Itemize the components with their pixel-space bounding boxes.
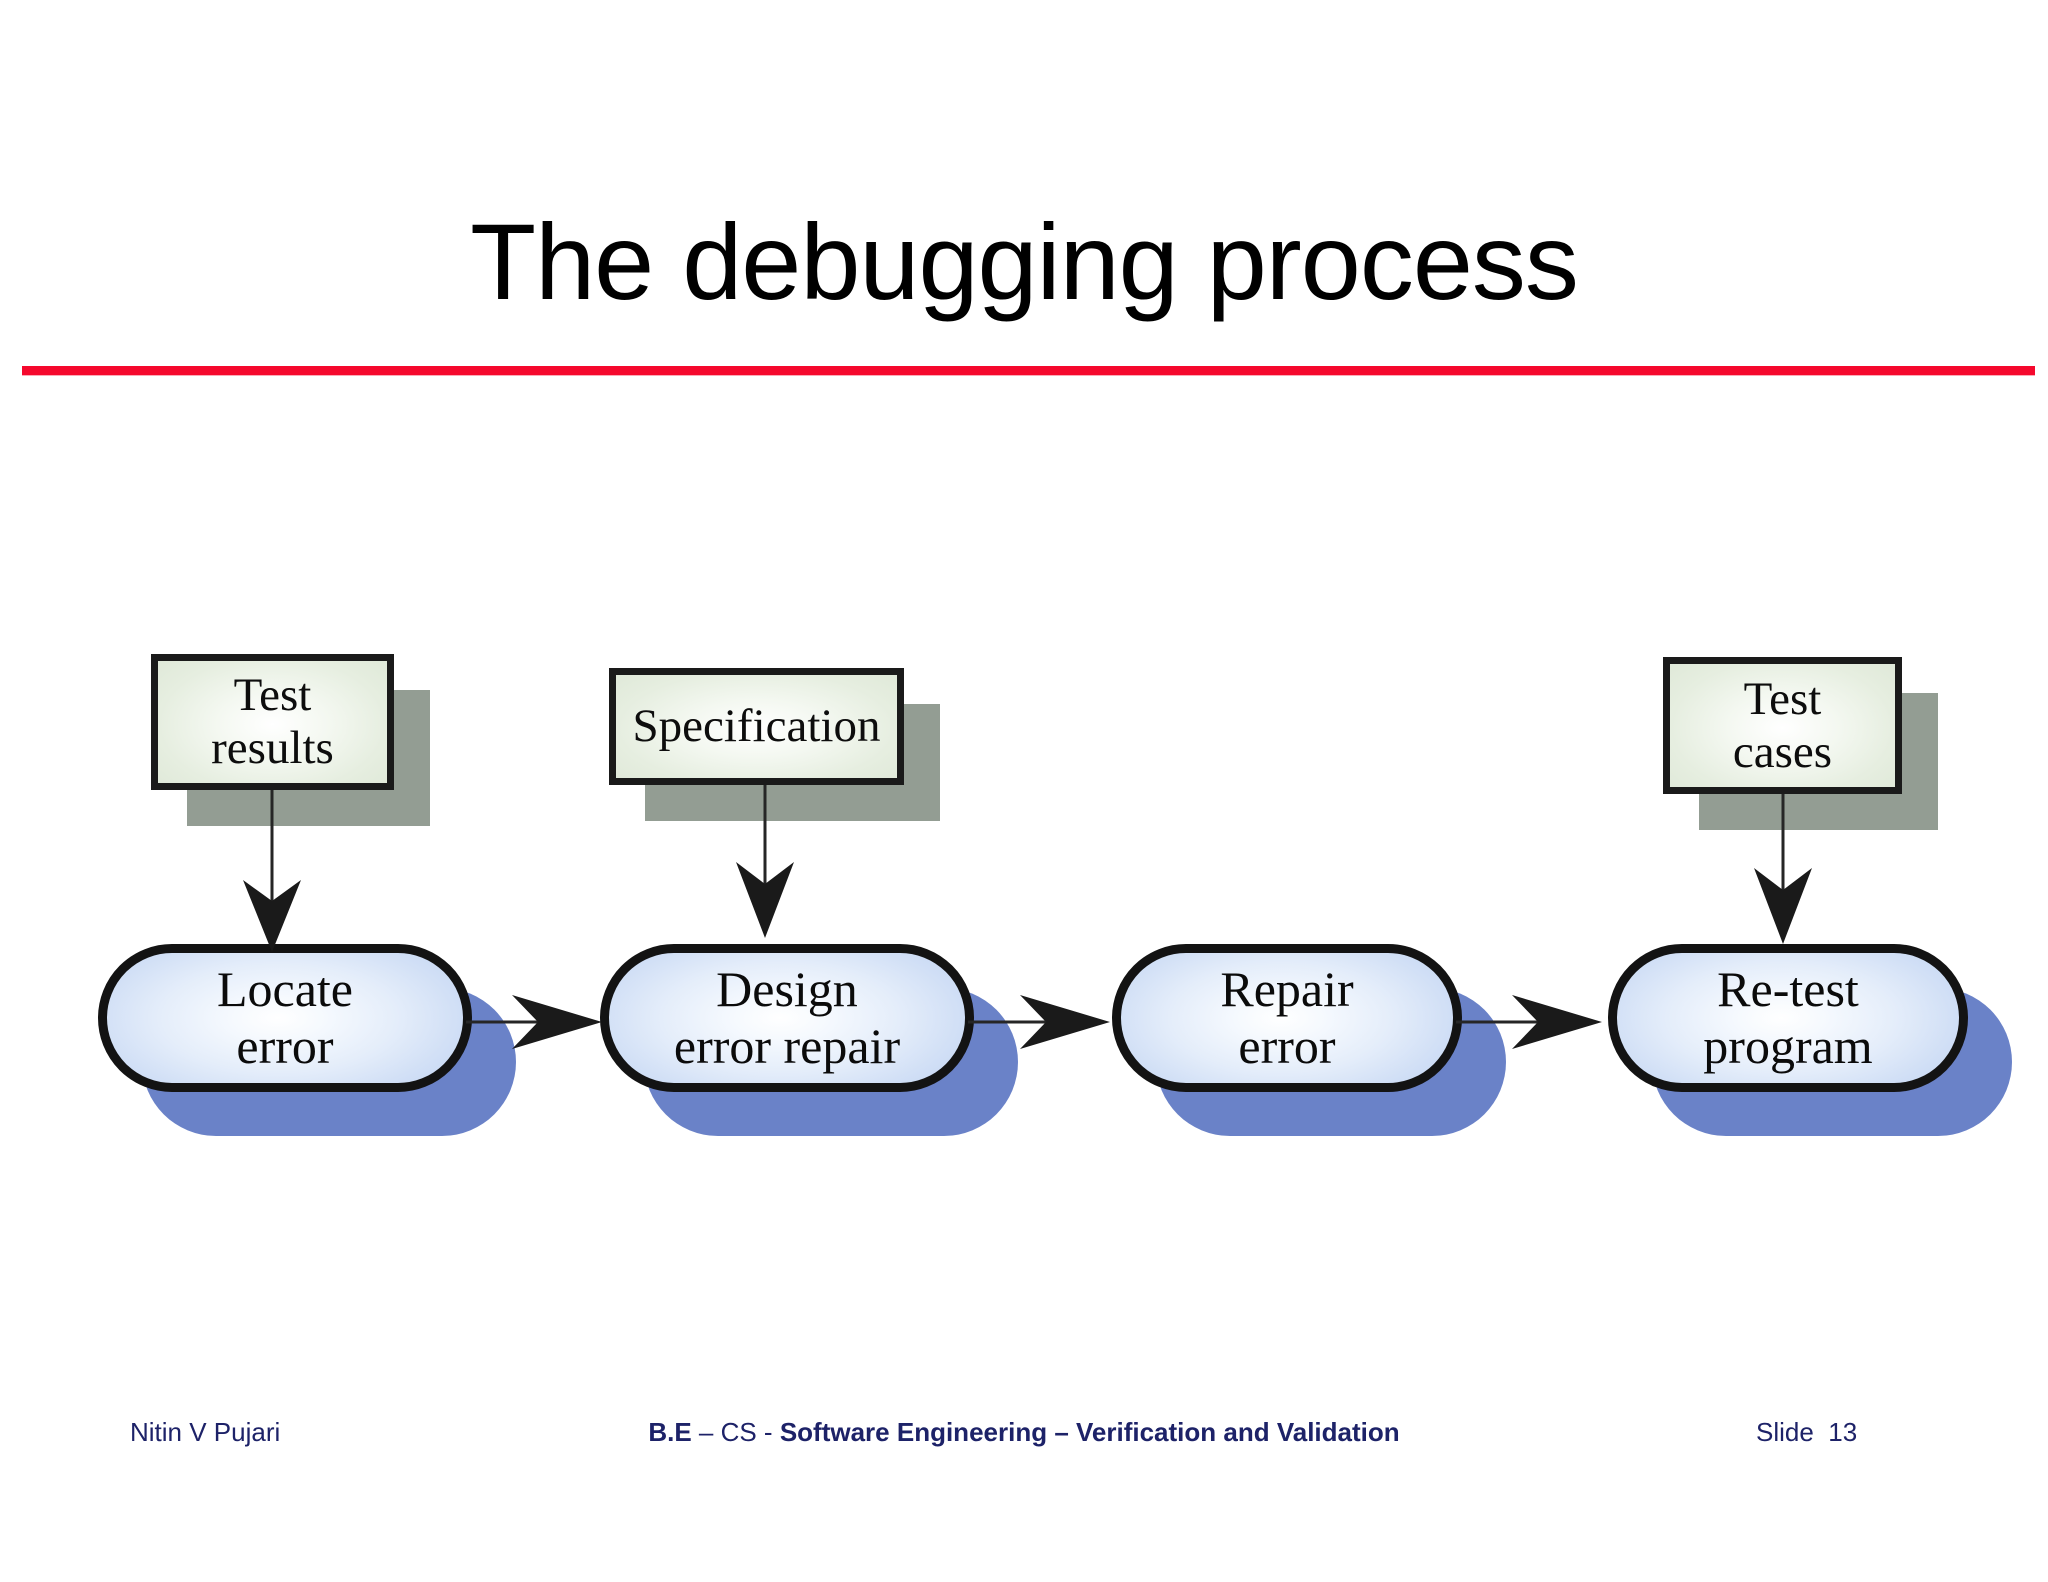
footer-course-degree: B.E bbox=[648, 1417, 692, 1447]
edge-test-cases-to-re-test-program bbox=[1754, 794, 1812, 944]
repair-error-label: Repair error bbox=[1220, 961, 1354, 1074]
diagram-node-locate-error[interactable]: Locate error bbox=[98, 944, 516, 1136]
diagram-node-specification[interactable]: Specification bbox=[609, 668, 940, 821]
edge-locate-error-to-design-error-repair bbox=[466, 995, 602, 1049]
diagram-node-design-error-repair[interactable]: Design error repair bbox=[600, 944, 1018, 1136]
diagram-node-repair-error[interactable]: Repair error bbox=[1112, 944, 1506, 1136]
slide-footer: Nitin V Pujari B.E – CS - Software Engin… bbox=[0, 1415, 2048, 1455]
edge-specification-to-design-error-repair bbox=[736, 785, 794, 938]
locate-error-label: Locate error bbox=[216, 961, 353, 1074]
locate-error-body: Locate error bbox=[98, 944, 472, 1092]
footer-course-separator: – CS - bbox=[691, 1417, 780, 1447]
design-error-repair-label: Design error repair bbox=[673, 961, 901, 1074]
test-results-body: Test results bbox=[151, 654, 394, 790]
footer-course-title: Software Engineering – Verification and … bbox=[779, 1417, 1400, 1447]
title-underline-rule bbox=[22, 366, 2035, 375]
diagram-node-test-results[interactable]: Test results bbox=[151, 654, 430, 826]
diagram-node-re-test-program[interactable]: Re-test program bbox=[1608, 944, 2012, 1136]
diagram-node-test-cases[interactable]: Test cases bbox=[1663, 657, 1938, 830]
edge-test-results-to-locate-error bbox=[243, 790, 301, 952]
test-cases-label: Test cases bbox=[1732, 672, 1833, 778]
design-error-repair-body: Design error repair bbox=[600, 944, 974, 1092]
specification-body: Specification bbox=[609, 668, 904, 785]
page-title: The debugging process bbox=[470, 201, 1579, 322]
footer-slide-number: Slide 13 bbox=[1756, 1417, 1858, 1447]
footer-course: B.E – CS - Software Engineering – Verifi… bbox=[0, 1415, 2048, 1449]
re-test-program-label: Re-test program bbox=[1703, 961, 1873, 1074]
test-results-label: Test results bbox=[211, 669, 334, 774]
test-cases-body: Test cases bbox=[1663, 657, 1902, 794]
specification-label: Specification bbox=[632, 700, 881, 753]
footer-author: Nitin V Pujari bbox=[130, 1417, 281, 1447]
repair-error-body: Repair error bbox=[1112, 944, 1462, 1092]
edge-repair-error-to-re-test-program bbox=[1456, 995, 1602, 1049]
edge-design-error-repair-to-repair-error bbox=[968, 995, 1110, 1049]
re-test-program-body: Re-test program bbox=[1608, 944, 1968, 1092]
